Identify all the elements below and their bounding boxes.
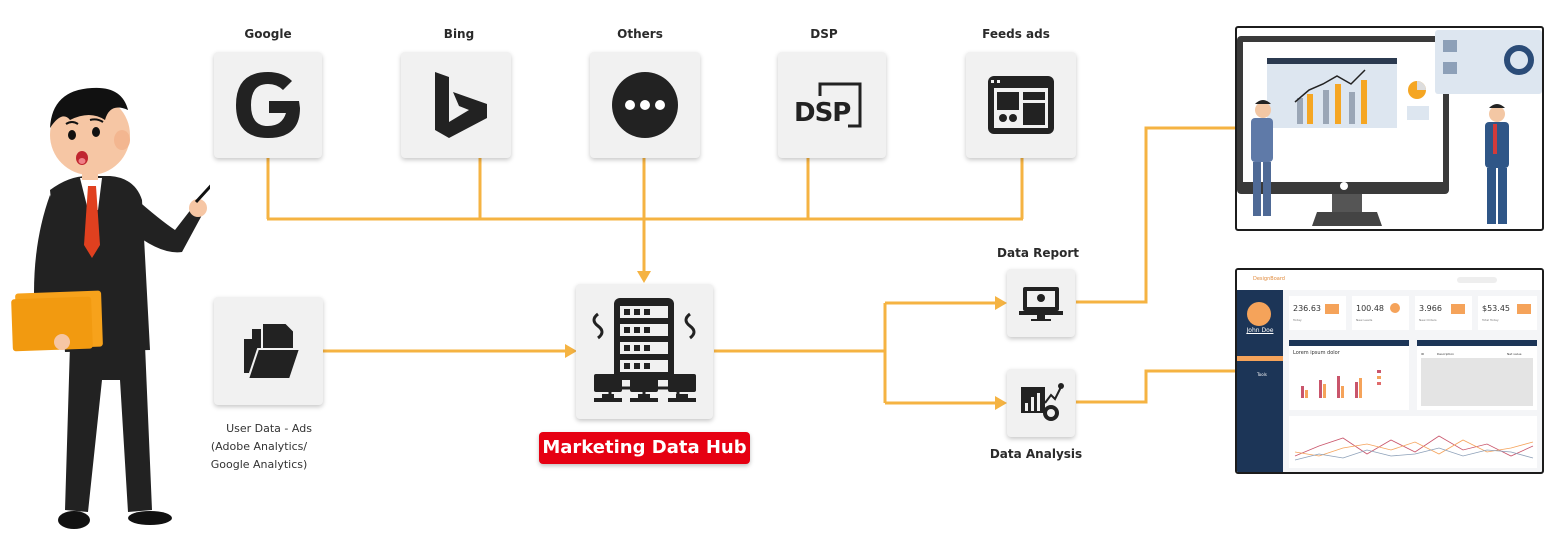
bing-tile (401, 52, 511, 158)
folder-files-icon (214, 297, 323, 405)
dsp-icon-text: DSP (794, 98, 850, 128)
feeds-ads-tile (966, 52, 1076, 158)
table-body (1421, 358, 1533, 406)
marketing-data-hub-label: Marketing Data Hub (539, 432, 750, 464)
presentation-scene (1237, 28, 1542, 229)
others-tile (590, 52, 700, 158)
data-report-label: Data Report (983, 246, 1093, 260)
bing-logo-icon (401, 52, 511, 158)
dsp-tile: DSP (778, 52, 886, 158)
panel-table-header (1417, 340, 1537, 346)
panel-bar-chart (1289, 340, 1409, 410)
google-tile (214, 52, 322, 158)
user-data-line1: User Data - Ads (194, 420, 344, 438)
server-rack-icon (576, 284, 713, 419)
source-label-others: Others (585, 27, 695, 41)
feeds-ads-icon (966, 52, 1076, 158)
user-data-line3: Google Analytics) (184, 456, 334, 474)
report-monitor-icon (1007, 269, 1075, 337)
source-label-bing: Bing (404, 27, 514, 41)
more-dots-icon (590, 52, 700, 158)
table-header-id: ID (1421, 352, 1424, 356)
presentation-illustration (1235, 26, 1544, 231)
line-chart-graph (1289, 416, 1537, 468)
table-header-description: Description (1437, 352, 1454, 356)
dashboard-preview: DesignBoard John Doe Tools 236.63 100.48… (1235, 268, 1544, 474)
hub-tile (576, 284, 713, 419)
table-header-net-value: Net value (1507, 352, 1521, 356)
user-data-tile (214, 297, 323, 405)
source-label-dsp: DSP (769, 27, 879, 41)
data-analysis-label: Data Analysis (981, 447, 1091, 461)
google-logo-icon (214, 52, 322, 158)
source-label-feeds-ads: Feeds ads (961, 27, 1071, 41)
source-label-google: Google (213, 27, 323, 41)
analysis-chart-icon (1007, 369, 1075, 437)
data-analysis-tile (1007, 369, 1075, 437)
data-report-tile (1007, 269, 1075, 337)
user-data-line2: (Adobe Analytics/ (184, 438, 334, 456)
